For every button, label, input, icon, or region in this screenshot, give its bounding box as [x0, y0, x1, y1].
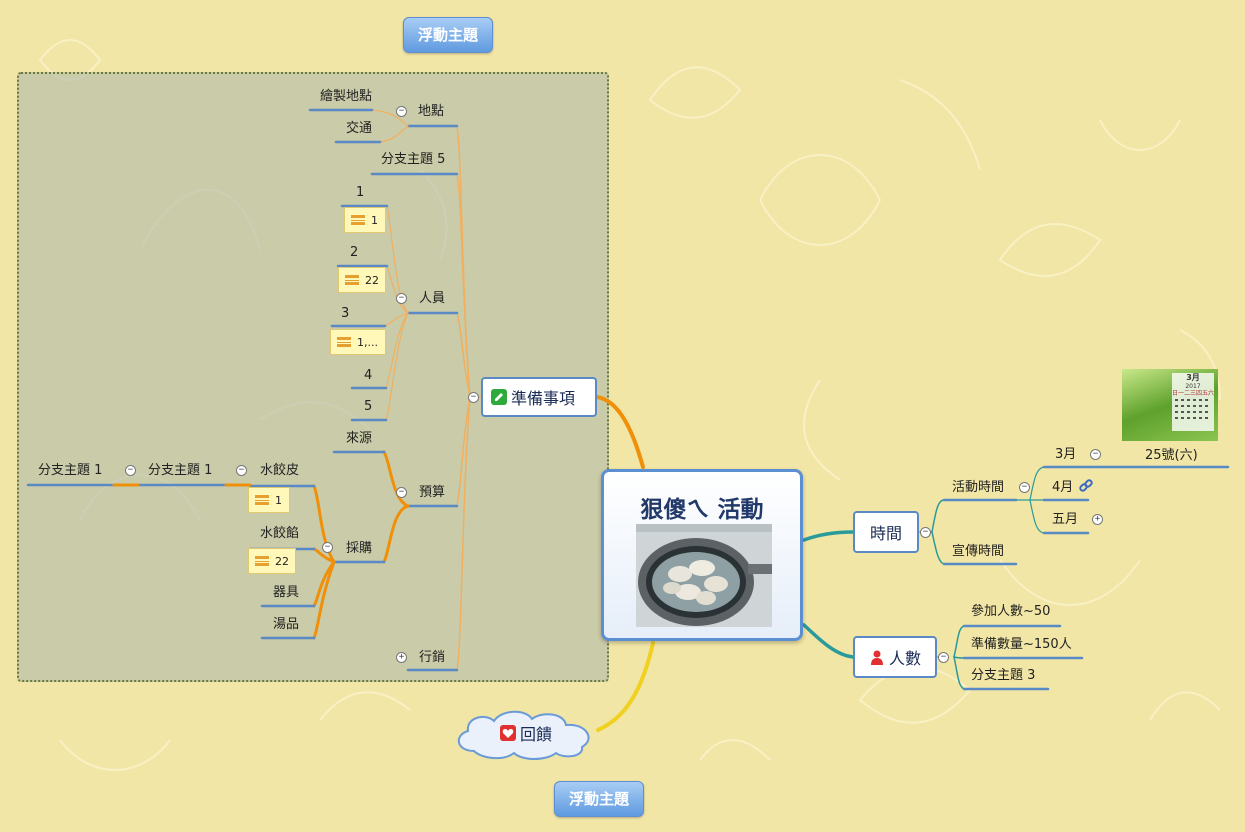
people-item-1[interactable]: 1 [356, 185, 365, 200]
prep-label: 準備事項 [511, 389, 576, 408]
people-item-5[interactable]: 5 [364, 399, 373, 414]
calendar-grid [1175, 399, 1208, 419]
floating-topic-top[interactable]: 浮動主題 [403, 17, 494, 53]
note-text: 1,... [357, 335, 378, 349]
march-collapse-toggle[interactable]: − [1090, 449, 1101, 460]
promo-time-topic[interactable]: 宣傳時間 [952, 544, 1005, 559]
note-icon [255, 495, 269, 505]
wrapper-collapse-toggle[interactable]: − [236, 465, 247, 476]
may-expand-toggle[interactable]: + [1092, 514, 1103, 525]
floating-topic-bottom[interactable]: 浮動主題 [554, 781, 645, 817]
month-march[interactable]: 3月 [1055, 447, 1077, 462]
people-item-1-note[interactable]: 1 [344, 207, 386, 233]
people-item-4[interactable]: 4 [364, 368, 373, 383]
central-title: 狠傻ㄟ 活動 [640, 497, 764, 523]
central-topic[interactable]: 狠傻ㄟ 活動 [601, 469, 803, 641]
note-text: 1 [371, 213, 378, 227]
month-may[interactable]: 五月 [1052, 512, 1079, 527]
people-item-3[interactable]: 3 [341, 306, 350, 321]
budget-topic[interactable]: 預算 [419, 485, 446, 500]
activity-time-topic[interactable]: 活動時間 [952, 480, 1005, 495]
branch-topic-3[interactable]: 分支主題 3 [971, 668, 1036, 683]
calendar-weekdays: 日一二三四五六 [1172, 390, 1215, 397]
budget-collapse-toggle[interactable]: − [396, 487, 407, 498]
cloud-shape [458, 710, 590, 760]
note-icon [345, 275, 359, 285]
prepared-quantity[interactable]: 準備數量~150人 [971, 637, 1072, 652]
activity-time-collapse-toggle[interactable]: − [1019, 482, 1030, 493]
location-topic[interactable]: 地點 [418, 104, 445, 119]
calendar-month: 3月 [1186, 373, 1200, 382]
people-count-topic[interactable]: 人數 [853, 636, 937, 678]
feedback-label: 回饋 [519, 725, 552, 744]
filling-note[interactable]: 22 [248, 548, 296, 574]
location-child-map[interactable]: 繪製地點 [320, 89, 373, 104]
month-april[interactable]: 4月 [1052, 480, 1074, 495]
time-topic[interactable]: 時間 [853, 511, 919, 553]
note-icon [337, 337, 351, 347]
wrapper-note[interactable]: 1 [248, 487, 290, 513]
sub-branch-collapse-toggle[interactable]: − [125, 465, 136, 476]
time-collapse-toggle[interactable]: − [920, 527, 931, 538]
prep-collapse-toggle[interactable]: − [468, 392, 479, 403]
feedback-label-wrap: 回饋 [452, 705, 600, 761]
dumpling-pot-image [636, 524, 772, 627]
marketing-topic[interactable]: 行銷 [419, 650, 446, 665]
branch-topic-5[interactable]: 分支主題 5 [381, 152, 446, 167]
link-icon[interactable] [1078, 478, 1094, 494]
people-count-label: 人數 [888, 649, 921, 668]
location-child-transport[interactable]: 交通 [346, 121, 373, 136]
purchase-wrapper[interactable]: 水餃皮 [260, 463, 300, 478]
note-icon [351, 215, 365, 225]
purchase-filling[interactable]: 水餃餡 [260, 526, 300, 541]
date-25-saturday[interactable]: 25號(六) [1145, 448, 1198, 463]
calendar-year: 2017 [1185, 383, 1201, 390]
note-text: 1 [275, 493, 282, 507]
prep-topic[interactable]: 準備事項 [481, 377, 597, 417]
note-text: 22 [365, 273, 379, 287]
marketing-expand-toggle[interactable]: + [396, 652, 407, 663]
people-topic[interactable]: 人員 [419, 291, 446, 306]
attendance-count[interactable]: 參加人數~50 [971, 604, 1051, 619]
people-item-2-note[interactable]: 22 [338, 267, 386, 293]
purchase-topic[interactable]: 採購 [346, 541, 373, 556]
people-item-2[interactable]: 2 [350, 245, 359, 260]
pencil-icon [491, 389, 507, 405]
budget-source[interactable]: 來源 [346, 431, 373, 446]
people-item-3-note[interactable]: 1,... [330, 329, 386, 355]
purchase-collapse-toggle[interactable]: − [322, 542, 333, 553]
person-icon [869, 649, 885, 665]
purchase-utensils[interactable]: 器具 [273, 585, 300, 600]
location-collapse-toggle[interactable]: − [396, 106, 407, 117]
heart-icon [499, 725, 516, 741]
wrapper-sub-branch[interactable]: 分支主題 1 [148, 463, 213, 478]
note-text: 22 [275, 554, 289, 568]
note-icon [255, 556, 269, 566]
wrapper-sub-sub-branch[interactable]: 分支主題 1 [38, 463, 103, 478]
calendar-image: 3月 2017 日一二三四五六 [1122, 369, 1218, 441]
feedback-topic[interactable]: 回饋 [452, 705, 600, 761]
calendar-panel: 3月 2017 日一二三四五六 [1172, 373, 1214, 431]
people-collapse-toggle[interactable]: − [396, 293, 407, 304]
time-label: 時間 [869, 524, 902, 543]
people-count-collapse-toggle[interactable]: − [938, 652, 949, 663]
purchase-soup[interactable]: 湯品 [273, 617, 300, 632]
